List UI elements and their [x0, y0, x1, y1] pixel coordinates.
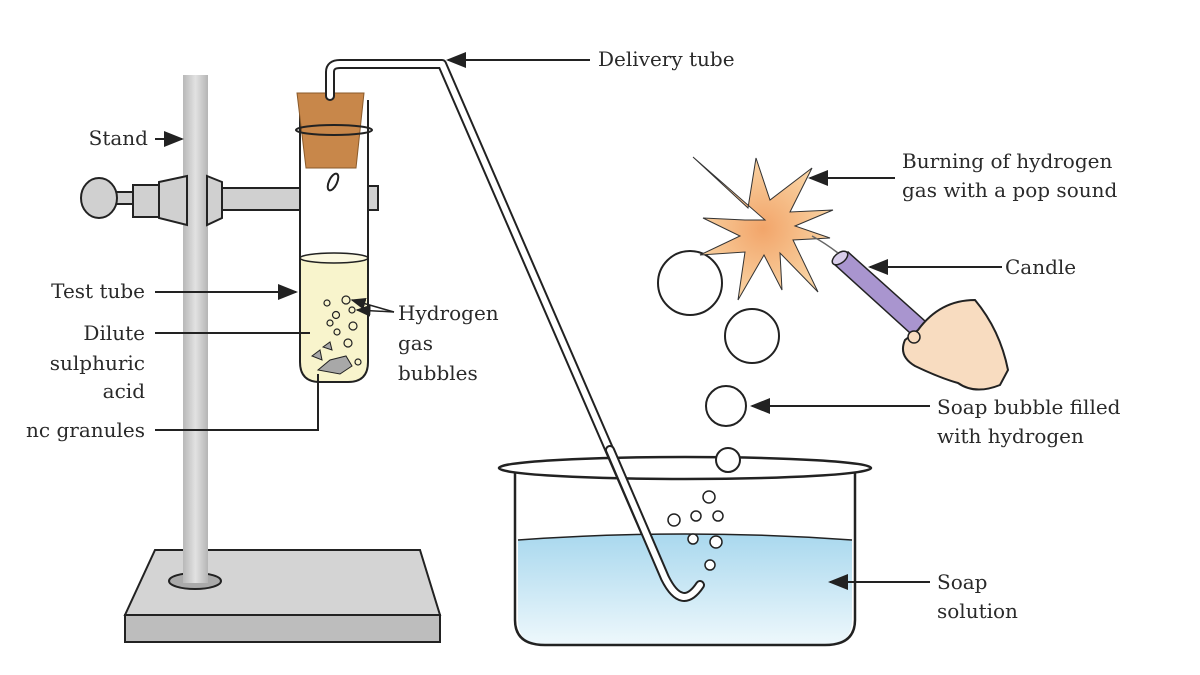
test-tube	[299, 100, 369, 383]
hand	[902, 298, 1010, 391]
svg-text:Hydrogen: Hydrogen	[398, 301, 499, 325]
svg-text:Test tube: Test tube	[51, 279, 145, 303]
svg-text:with hydrogen: with hydrogen	[937, 424, 1084, 448]
label-test-tube: Test tube	[51, 279, 298, 303]
label-dilute-acid: Dilute sulphuric acid	[50, 321, 310, 403]
svg-text:Candle: Candle	[1005, 255, 1076, 279]
svg-text:nc granules: nc granules	[26, 418, 145, 442]
cork	[295, 92, 373, 192]
svg-text:Soap: Soap	[937, 570, 987, 594]
label-stand: Stand	[89, 126, 184, 150]
candle	[811, 235, 937, 343]
label-candle: Candle	[868, 255, 1076, 279]
svg-text:Stand: Stand	[89, 126, 149, 150]
label-hydrogen-bubbles: Hydrogen gas bubbles	[350, 297, 499, 385]
svg-text:sulphuric: sulphuric	[50, 351, 145, 375]
label-soap-bubble: Soap bubble filled with hydrogen	[750, 395, 1121, 448]
label-delivery-tube: Delivery tube	[446, 47, 735, 71]
label-soap-solution: Soap solution	[828, 570, 1018, 623]
svg-text:gas with a pop sound: gas with a pop sound	[902, 178, 1117, 202]
clamp	[80, 174, 379, 227]
svg-text:Dilute: Dilute	[83, 321, 145, 345]
svg-text:solution: solution	[937, 599, 1018, 623]
flame-burst-icon	[692, 156, 834, 301]
stand-rod	[183, 75, 208, 583]
label-zinc-granules: nc granules	[26, 374, 319, 442]
beaker	[497, 455, 873, 647]
svg-text:acid: acid	[103, 379, 146, 403]
stand-base	[123, 549, 442, 643]
svg-text:bubbles: bubbles	[398, 361, 478, 385]
svg-text:Burning of hydrogen: Burning of hydrogen	[902, 149, 1112, 173]
svg-text:gas: gas	[398, 331, 433, 355]
beaker-bubbles	[667, 490, 724, 571]
zinc-granules	[310, 341, 353, 375]
soap-bubbles	[657, 250, 780, 473]
label-burning: Burning of hydrogen gas with a pop sound	[808, 149, 1117, 202]
svg-text:Delivery tube: Delivery tube	[598, 47, 735, 71]
svg-text:Soap bubble filled: Soap bubble filled	[937, 395, 1121, 419]
